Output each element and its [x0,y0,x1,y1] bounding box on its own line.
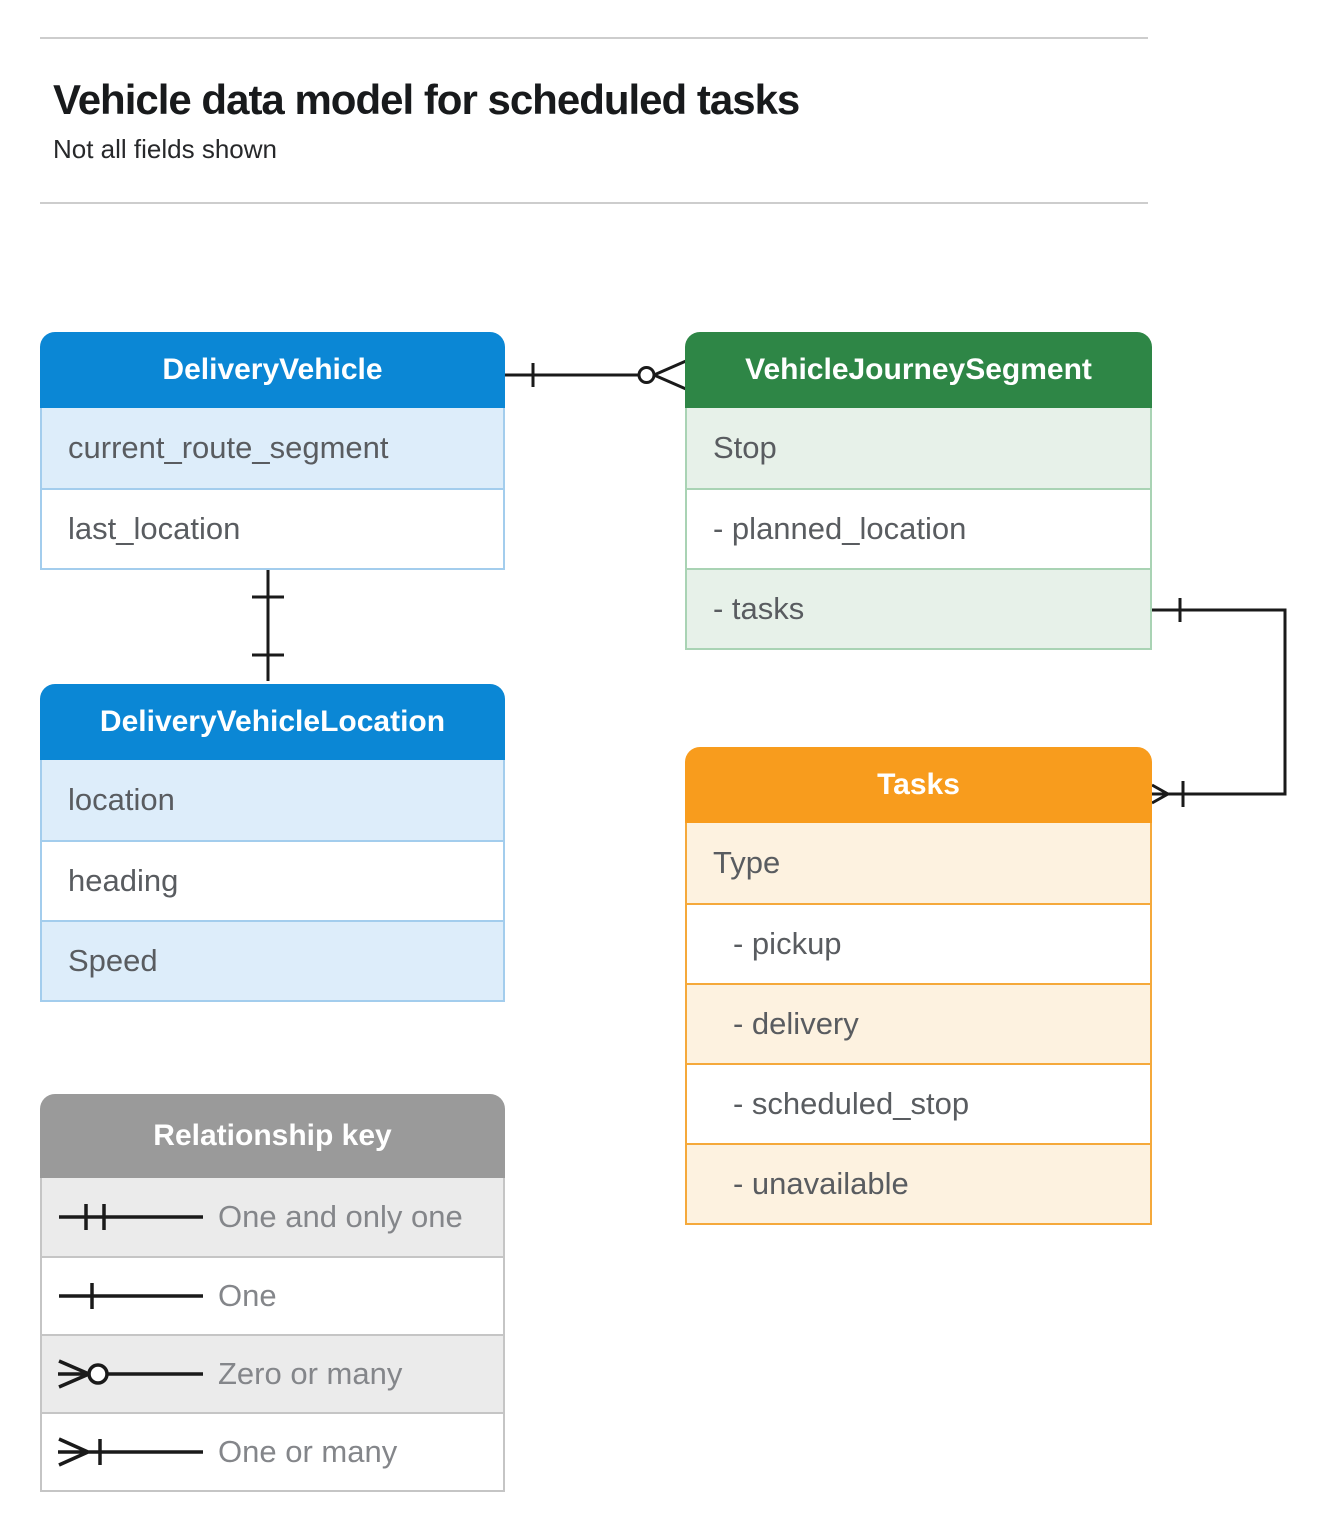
entity-field: - tasks [687,568,1150,648]
entity-title: VehicleJourneySegment [685,332,1152,408]
entity-vehicle-journey-segment: VehicleJourneySegment Stop - planned_loc… [685,332,1152,650]
key-label: One or many [218,1434,398,1469]
entity-field: - unavailable [687,1143,1150,1223]
entity-field: last_location [42,488,503,568]
entity-title: Tasks [685,747,1152,823]
key-label: One and only one [218,1199,463,1234]
connector-line [1152,608,1287,796]
one-symbol [59,1283,203,1309]
entity-field: Type [687,823,1150,903]
entity-field: Stop [687,408,1150,488]
key-row: One or many [42,1412,503,1490]
zero-or-many-symbol [58,1359,203,1389]
crow-foot [1151,783,1169,805]
connector-deliveryvehicle-to-vehiclejourneysegment [505,359,687,391]
entity-field: location [42,760,503,840]
key-row: One [42,1256,503,1334]
connector-vehiclejourneysegment-tasks-to-tasks [1151,598,1287,807]
entity-field: - delivery [687,983,1150,1063]
key-row: One and only one [42,1178,503,1256]
entity-tasks: Tasks Type - pickup - delivery - schedul… [685,747,1152,1225]
relationship-key-body: One and only one One Zero or many [40,1178,505,1492]
second-divider [40,202,1148,204]
entity-body: Stop - planned_location - tasks [685,408,1152,650]
one-and-only-one-symbol [59,1204,203,1230]
key-label: Zero or many [218,1356,403,1391]
entity-field: - pickup [687,903,1150,983]
connector-deliveryvehicle-to-deliveryvehiclelocation [252,569,284,681]
top-divider [40,37,1148,39]
entity-title: DeliveryVehicle [40,332,505,408]
entity-field: Speed [42,920,503,1000]
page-subtitle: Not all fields shown [53,134,277,164]
relationship-key: Relationship key One and only one One [40,1094,505,1492]
key-label: One [218,1278,277,1313]
entity-body: Type - pickup - delivery - scheduled_sto… [685,823,1152,1225]
entity-title: DeliveryVehicleLocation [40,684,505,760]
entity-body: location heading Speed [40,760,505,1002]
zero-circle [637,366,656,384]
crow-foot [653,359,687,391]
entity-field: - scheduled_stop [687,1063,1150,1143]
relationship-key-title: Relationship key [40,1094,505,1178]
one-or-many-symbol [58,1437,203,1467]
page-title: Vehicle data model for scheduled tasks [53,76,800,123]
entity-field: heading [42,840,503,920]
entity-field: - planned_location [687,488,1150,568]
entity-delivery-vehicle: DeliveryVehicle current_route_segment la… [40,332,505,570]
entity-field: current_route_segment [42,408,503,488]
entity-body: current_route_segment last_location [40,408,505,570]
entity-delivery-vehicle-location: DeliveryVehicleLocation location heading… [40,684,505,1002]
key-row: Zero or many [42,1334,503,1412]
